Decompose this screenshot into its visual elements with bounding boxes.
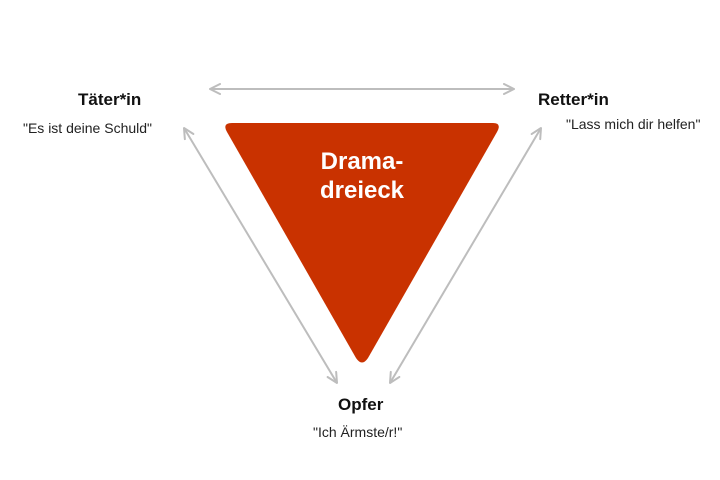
center-title-line1: Drama- <box>320 148 404 175</box>
role-quote-perpetrator: "Es ist deine Schuld" <box>23 120 153 136</box>
center-title-line2: dreieck <box>319 177 405 204</box>
center-title: Drama- dreieck <box>302 147 422 205</box>
role-title-rescuer: Retter*in <box>538 90 609 109</box>
role-quote-rescuer: "Lass mich dir helfen" <box>566 116 701 132</box>
role-quote-victim: "Ich Ärmste/r!" <box>313 424 403 440</box>
arrow-rescuer-victim <box>389 127 542 384</box>
arrow-perpetrator-victim <box>183 126 338 384</box>
role-title-victim: Opfer <box>338 395 384 414</box>
role-title-perpetrator: Täter*in <box>78 90 142 109</box>
